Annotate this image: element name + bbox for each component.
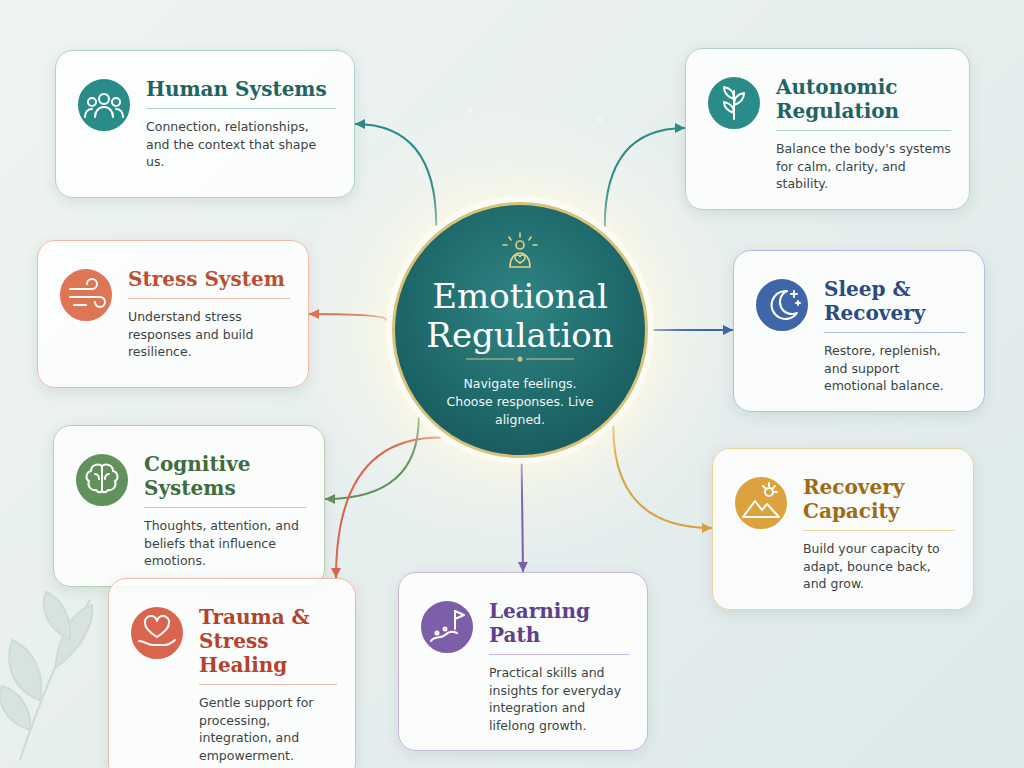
topic-box: Recovery CapacityBuild your capacity to … xyxy=(712,448,974,610)
text-column: Trauma & Stress HealingGentle support fo… xyxy=(199,605,337,764)
topic-box: Human SystemsConnection, relationships, … xyxy=(55,50,355,198)
topic-icon xyxy=(76,77,132,133)
topic-description: Restore, replenish, and support emotiona… xyxy=(824,342,966,395)
topic-icon xyxy=(754,277,810,333)
topic-description: Understand stress responses and build re… xyxy=(128,308,290,361)
connector-arrow xyxy=(355,119,436,225)
topic-title: Stress System xyxy=(128,267,290,299)
topic-description: Gentle support for processing, integrati… xyxy=(199,694,337,764)
topic-title: Learning Path xyxy=(489,599,629,655)
topic-box: Sleep & RecoveryRestore, replenish, and … xyxy=(733,250,985,412)
topic-icon xyxy=(129,605,185,661)
text-column: Cognitive SystemsThoughts, attention, an… xyxy=(144,452,306,570)
text-column: Recovery CapacityBuild your capacity to … xyxy=(803,475,955,593)
connector-arrow xyxy=(613,426,712,533)
topic-title: Recovery Capacity xyxy=(803,475,955,531)
topic-title: Autonomic Regulation xyxy=(776,75,951,131)
text-column: Learning PathPractical skills and insigh… xyxy=(489,599,629,734)
topic-title: Trauma & Stress Healing xyxy=(199,605,337,685)
topic-title: Human Systems xyxy=(146,77,336,109)
topic-icon xyxy=(74,452,130,508)
topic-icon xyxy=(419,599,475,655)
divider xyxy=(460,355,580,363)
central-subtitle: Navigate feelings. Choose responses. Liv… xyxy=(445,375,595,429)
topic-description: Thoughts, attention, and beliefs that in… xyxy=(144,517,306,570)
text-column: Stress SystemUnderstand stress responses… xyxy=(128,267,290,361)
topic-title: Cognitive Systems xyxy=(144,452,306,508)
topic-description: Connection, relationships, and the conte… xyxy=(146,118,336,171)
text-column: Sleep & RecoveryRestore, replenish, and … xyxy=(824,277,966,395)
connector-arrow xyxy=(331,438,440,578)
connector-arrow xyxy=(654,325,733,335)
topic-icon xyxy=(58,267,114,323)
text-column: Autonomic RegulationBalance the body's s… xyxy=(776,75,951,193)
topic-box: Learning PathPractical skills and insigh… xyxy=(398,572,648,751)
hub-icon xyxy=(497,231,543,271)
topic-icon xyxy=(733,475,789,531)
central-title: Emotional Regulation xyxy=(410,277,630,355)
text-column: Human SystemsConnection, relationships, … xyxy=(146,77,336,171)
topic-title: Sleep & Recovery xyxy=(824,277,966,333)
topic-description: Balance the body's systems for calm, cla… xyxy=(776,140,951,193)
topic-icon xyxy=(706,75,762,131)
topic-box: Trauma & Stress HealingGentle support fo… xyxy=(108,578,356,768)
connector-arrow xyxy=(309,309,386,320)
connector-arrow xyxy=(518,464,528,572)
topic-description: Build your capacity to adapt, bounce bac… xyxy=(803,540,955,593)
topic-box: Autonomic RegulationBalance the body's s… xyxy=(685,48,970,210)
central-circle: Emotional RegulationNavigate feelings. C… xyxy=(392,202,648,458)
topic-box: Stress SystemUnderstand stress responses… xyxy=(37,240,309,388)
connector-arrow xyxy=(605,123,685,226)
topic-description: Practical skills and insights for everyd… xyxy=(489,664,629,734)
topic-box: Cognitive SystemsThoughts, attention, an… xyxy=(53,425,325,587)
